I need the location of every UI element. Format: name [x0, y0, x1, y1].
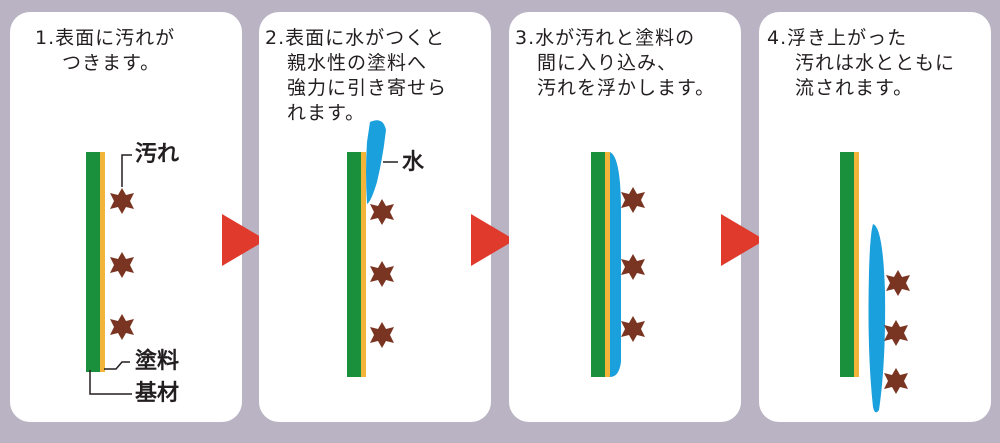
step-arrow-icon [721, 214, 765, 266]
step-3-line-2: 間に入り込み、 [537, 52, 678, 74]
substrate-leader-line [89, 370, 132, 395]
paint-leader-line [104, 361, 130, 370]
step-arrow-icon [471, 214, 515, 266]
step-4-line-1: 4.浮き上がった [767, 27, 908, 49]
substrate-layer [86, 152, 100, 372]
water-droplet-icon [366, 120, 386, 204]
paint-label: 塗料 [135, 349, 180, 374]
step-2-illustration [347, 120, 398, 377]
dirt-particle-icon [370, 199, 394, 225]
step-2-line-1: 2.表面に水がつくと [265, 27, 446, 49]
step-2-line-4: れます。 [287, 102, 366, 124]
paint-layer [361, 152, 366, 377]
step-4-panel: 4.浮き上がった 汚れは水とともに 流されます。 [759, 12, 991, 422]
step-1-illustration [86, 152, 134, 395]
dirt-label: 汚れ [135, 142, 180, 167]
step-2-panel: 2.表面に水がつくと 親水性の塗料へ 強力に引き寄せら れます。 水 [259, 12, 491, 422]
step-4-line-3: 流されます。 [795, 77, 914, 99]
dirt-particle-icon [370, 322, 394, 348]
dirt-particle-icon [110, 252, 134, 278]
dirt-particle-icon [884, 368, 908, 394]
substrate-layer [840, 152, 854, 377]
water-film [610, 152, 621, 377]
step-1-line-2: つきます。 [62, 52, 161, 74]
step-4-illustration [840, 152, 910, 413]
step-3-line-1: 3.水が汚れと塗料の [515, 27, 696, 49]
substrate-label: 基材 [135, 381, 180, 406]
step-3-line-3: 汚れを浮かします。 [537, 77, 716, 99]
step-2-line-2: 親水性の塗料へ [287, 52, 428, 74]
step-1-panel: 1.表面に汚れが つきます。 汚れ 塗料 基材 [10, 12, 242, 422]
step-2-line-3: 強力に引き寄せら [287, 77, 448, 99]
step-3-panel: 3.水が汚れと塗料の 間に入り込み、 汚れを浮かします。 [509, 12, 741, 422]
step-3-illustration [591, 152, 645, 377]
substrate-layer [591, 152, 605, 377]
substrate-layer [347, 152, 361, 377]
dirt-particle-icon [621, 254, 645, 280]
water-label: 水 [402, 150, 425, 175]
dirt-particle-icon [370, 261, 394, 287]
dirt-leader-line [121, 154, 132, 187]
dirt-particle-icon [621, 187, 645, 213]
paint-layer [100, 152, 105, 372]
dirt-particle-icon [110, 188, 134, 214]
dirt-particle-icon [110, 314, 134, 340]
dirt-particle-icon [621, 316, 645, 342]
paint-layer [605, 152, 610, 377]
step-4-line-2: 汚れは水とともに [795, 52, 956, 74]
dirt-particle-icon [884, 320, 908, 346]
step-arrow-icon [222, 214, 266, 266]
step-1-line-1: 1.表面に汚れが [35, 27, 176, 49]
water-flow [868, 224, 886, 413]
paint-layer [854, 152, 859, 377]
dirt-particle-icon [886, 270, 910, 296]
